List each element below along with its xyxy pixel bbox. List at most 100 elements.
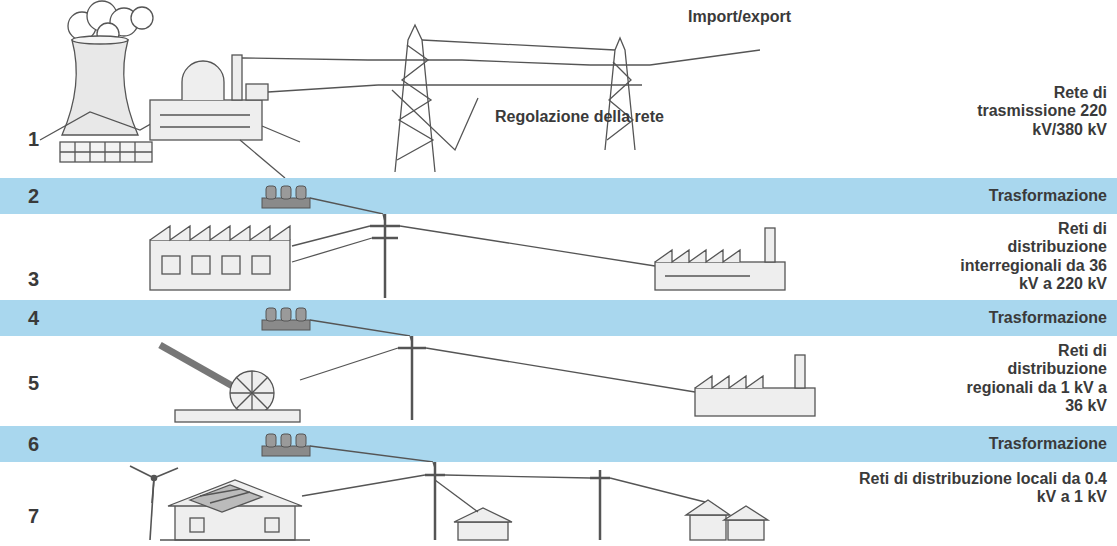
power-line <box>310 446 433 462</box>
transformer-illustration <box>0 300 1117 336</box>
factory <box>655 250 740 262</box>
power-line <box>610 478 705 502</box>
hydro-plant <box>236 377 268 409</box>
houses <box>686 500 730 515</box>
row-number: 5 <box>28 372 39 395</box>
houses <box>458 522 508 540</box>
house-with-solar-panels <box>160 480 310 540</box>
factory <box>665 275 750 276</box>
distribution-pole <box>398 336 426 420</box>
transmission-pylon <box>378 84 452 85</box>
transmission-pylon <box>590 38 650 150</box>
band-title: Trasformazione <box>989 309 1107 327</box>
steam-cloud <box>68 1 153 45</box>
power-line <box>426 348 695 392</box>
power-line <box>452 84 598 85</box>
hydro-plant <box>160 345 236 388</box>
transformer-symbol <box>262 186 310 208</box>
level-title: Reti di distribuzione interregionali da … <box>955 220 1107 294</box>
hydro-plant <box>236 377 268 409</box>
distribution-pole <box>372 237 398 240</box>
factory <box>695 376 763 388</box>
house-with-solar-panels <box>175 505 295 540</box>
reactor-building <box>232 55 242 100</box>
transmission-pylon <box>368 59 462 60</box>
transmission-pylon <box>397 45 433 160</box>
house-with-solar-panels <box>210 492 250 503</box>
houses <box>728 520 764 540</box>
reactor-building <box>182 61 224 100</box>
transmission-pylon <box>368 25 462 172</box>
row-number: 1 <box>28 128 39 151</box>
power-line <box>422 40 615 50</box>
industrial-building <box>150 226 290 290</box>
transformer-illustration <box>0 426 1117 462</box>
distribution-pole <box>370 225 400 228</box>
house-with-solar-panels <box>190 518 204 532</box>
reactor-building <box>150 55 268 140</box>
power-line <box>300 348 398 380</box>
power-line <box>242 58 368 60</box>
distribution-pole <box>590 477 610 480</box>
distribution-pole <box>599 470 602 540</box>
power-line <box>400 226 655 266</box>
transformation-band: 2 Trasformazione <box>0 178 1117 214</box>
annotation: Regolazione della rete <box>495 108 664 126</box>
level-title: Reti di distribuzione locali da 0.4 kV a… <box>845 470 1107 507</box>
industrial-building <box>150 226 290 240</box>
row-number: 2 <box>28 185 39 208</box>
distribution-pole <box>370 214 400 298</box>
factory <box>695 355 815 416</box>
row-number: 7 <box>28 505 39 528</box>
power-line <box>433 462 435 468</box>
factory <box>765 228 775 262</box>
transmission-pylon <box>605 38 635 150</box>
plant-base <box>60 142 152 162</box>
power-line <box>292 214 655 266</box>
power-line <box>445 475 590 478</box>
factory <box>655 262 785 290</box>
wind-turbine <box>130 466 178 540</box>
regulation-lines <box>392 90 478 150</box>
industrial-building <box>162 256 180 274</box>
plant-base <box>60 142 152 162</box>
level-title: Rete di trasmissione 220 kV/380 kV <box>969 84 1107 139</box>
wind-turbine <box>150 478 154 540</box>
cooling-tower <box>72 36 128 44</box>
hydro-plant <box>175 410 300 422</box>
hills <box>40 96 300 142</box>
transformer-illustration <box>0 178 1117 214</box>
distribution-pole <box>425 462 610 540</box>
houses <box>454 500 768 540</box>
band-title: Trasformazione <box>989 187 1107 205</box>
regulation-lines <box>392 90 478 150</box>
steam-cloud <box>131 7 153 29</box>
power-line <box>268 85 378 92</box>
reactor-building <box>160 114 250 115</box>
transmission-pylon <box>590 64 650 65</box>
transformation-band: 4Trasformazione <box>0 300 1117 336</box>
factory <box>795 355 805 388</box>
power-line <box>310 320 410 336</box>
industrial-building <box>252 256 270 274</box>
power-line <box>462 60 590 65</box>
reactor-building <box>246 84 268 100</box>
wind-turbine <box>154 468 178 478</box>
wind-turbine <box>152 476 157 481</box>
house-with-solar-panels <box>160 539 310 540</box>
industrial-building <box>222 256 240 274</box>
power-line <box>410 336 412 342</box>
power-line <box>650 50 760 65</box>
level-title: Reti di distribuzione regionali da 1 kV … <box>955 342 1107 416</box>
hydro-plant <box>230 371 274 415</box>
annotation: Import/export <box>688 8 791 26</box>
distribution-pole <box>398 347 426 350</box>
transformation-band: 6Trasformazione <box>0 426 1117 462</box>
hills <box>40 96 300 142</box>
reactor-building <box>150 100 262 140</box>
row-number: 3 <box>28 268 39 291</box>
distribution-pole <box>434 462 437 540</box>
distribution-pole <box>425 474 445 477</box>
